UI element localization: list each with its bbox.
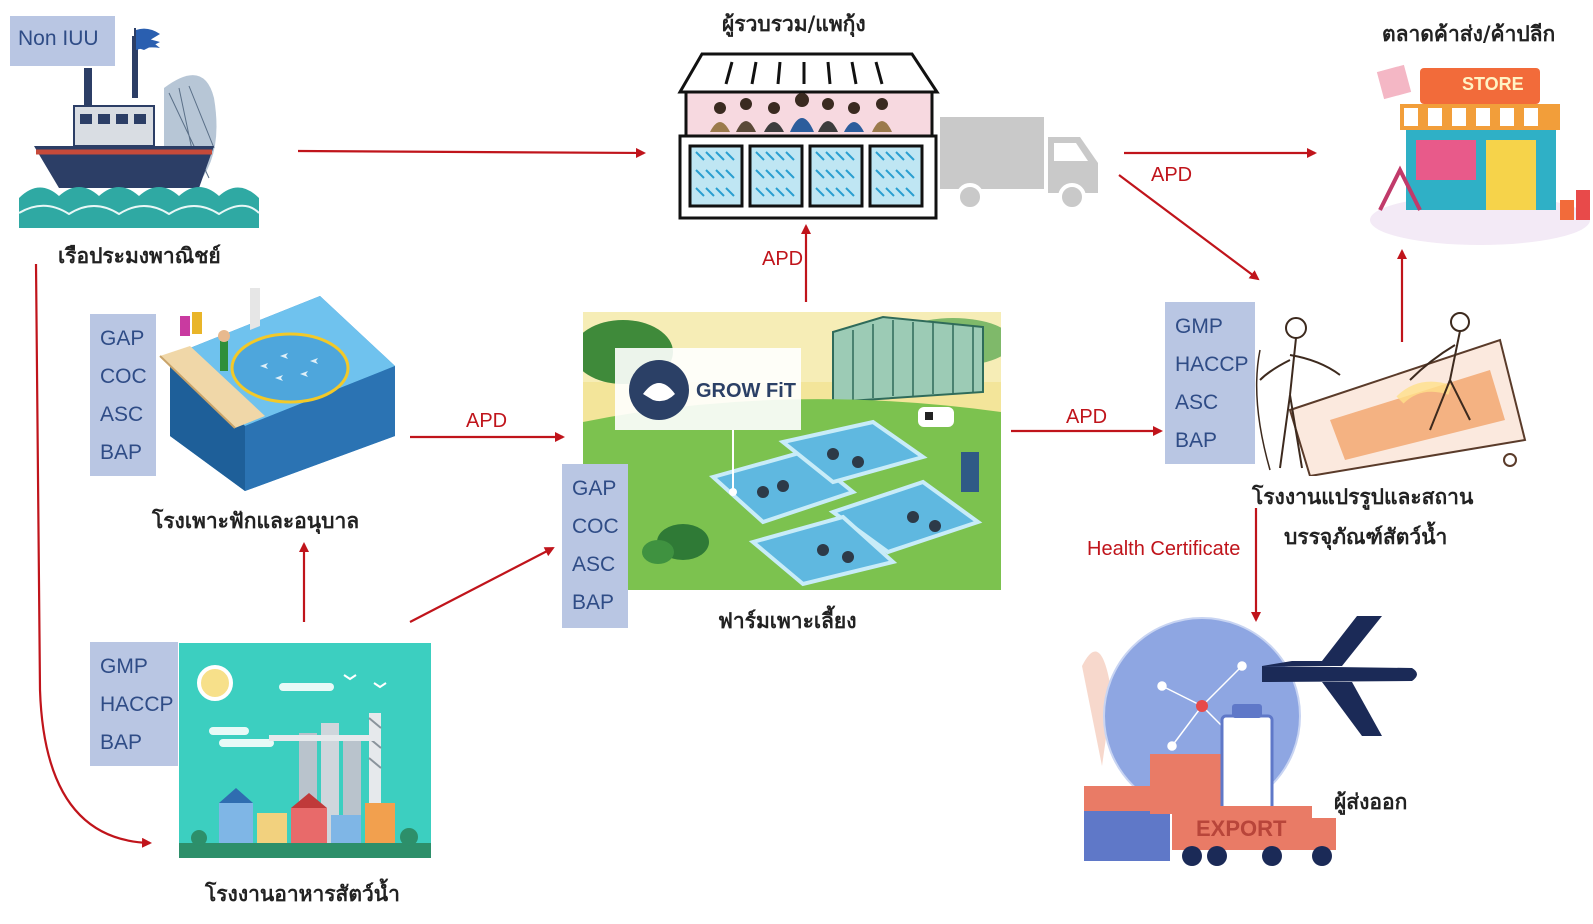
apd-label-farm-collector: APD [762,248,804,270]
feed-mill-label: โรงงานอาหารสัตว์น้ำ [205,882,400,906]
processing-certifications: GMP HACCP ASC BAP [1165,302,1255,464]
fishing-vessel-label: เรือประมงพาณิชย์ [58,244,221,268]
market-label: ตลาดค้าส่ง/ค้าปลีก [1382,22,1556,46]
farm-label: ฟาร์มเพาะเลี้ยง [718,609,857,633]
cert-asc: ASC [1175,391,1219,414]
feed-mill-certifications: GMP HACCP BAP [90,642,178,766]
cert-haccp: HACCP [100,693,174,716]
processing-illustration [1255,312,1527,476]
cert-bap: BAP [572,591,615,614]
cert-coc: COC [100,365,147,388]
cert-gap: GAP [100,327,145,350]
flag-icon [134,28,160,60]
health-certificate-label: Health Certificate [1087,538,1241,560]
cert-bap: BAP [1175,429,1218,452]
collector-illustration [677,52,940,220]
hatchery-illustration [159,288,395,491]
arrow-vessel-to-collector [297,147,646,158]
farm-illustration [583,312,1001,590]
export-truck-text: EXPORT [1196,816,1287,841]
cert-asc: ASC [572,553,616,576]
apd-label-farm-processing: APD [1066,406,1108,428]
apd-label-hatchery-farm: APD [466,410,508,432]
cert-bap: BAP [100,441,143,464]
farm-certifications: GAP COC ASC BAP [562,464,628,628]
cert-coc: COC [572,515,619,538]
arrow-vessel-to-feedmill [34,263,152,848]
cert-haccp: HACCP [1175,353,1249,376]
processing-label-line2: บรรจุภัณฑ์สัตว์น้ำ [1284,525,1448,549]
exporter-label: ผู้ส่งออก [1334,790,1408,814]
truck-icon [940,117,1098,210]
cert-gmp: GMP [1175,315,1223,338]
store-illustration [1370,64,1590,245]
processing-label-line1: โรงงานแปรรูปและสถาน [1252,485,1474,509]
exporter-illustration [1082,616,1417,866]
cert-gap: GAP [572,477,617,500]
hatchery-label: โรงเพาะฟักและอนุบาล [152,509,360,533]
arrow-collector-to-processing [1118,174,1260,281]
cert-bap: BAP [100,731,143,754]
cert-gmp: GMP [100,655,148,678]
hatchery-certifications: GAP COC ASC BAP [90,314,156,476]
cert-asc: ASC [100,403,144,426]
grow-fit-logo-text: GROW FiT [696,380,796,402]
store-sign-text: STORE [1462,74,1524,94]
non-iuu-text: Non IUU [18,27,99,50]
arrow-feedmill-to-farm [409,547,555,623]
non-iuu-badge: Non IUU [10,16,115,66]
collector-label: ผู้รวบรวม/แพกุ้ง [722,12,866,36]
fishing-vessel-illustration [18,36,260,228]
feed-mill-illustration [179,643,431,858]
apd-label-collector-processing: APD [1151,164,1193,186]
